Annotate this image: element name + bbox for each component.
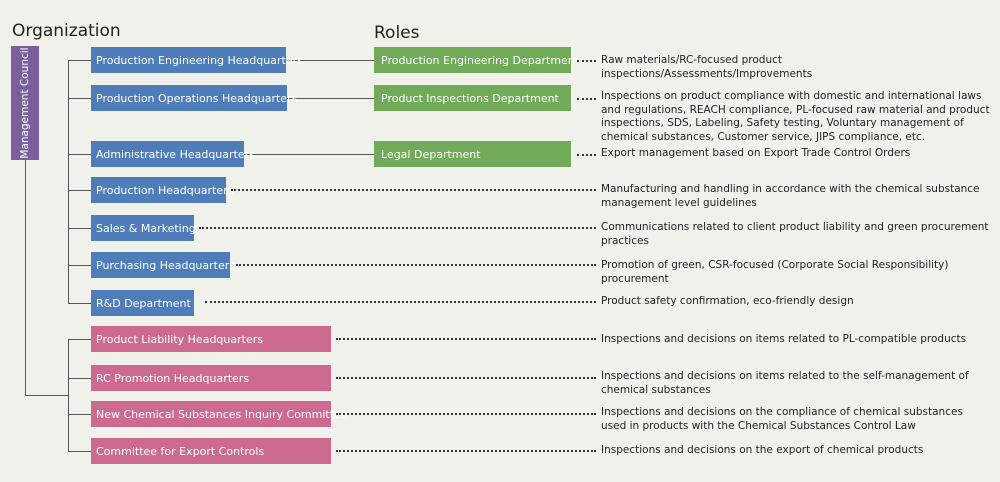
connector-line (68, 228, 91, 229)
role-text: Inspections and decisions on items relat… (601, 370, 969, 396)
connector-line (68, 98, 91, 99)
connector-line (68, 265, 91, 266)
role-text: Manufacturing and handling in accordance… (601, 183, 980, 209)
org-unit-box: Administrative Headquarters (91, 141, 255, 167)
connector-line (286, 60, 374, 61)
dotted-leader (336, 377, 596, 379)
roles-heading: Roles (374, 23, 420, 43)
dotted-leader (231, 189, 596, 191)
management-council-label: Management Council (19, 47, 31, 159)
org-unit-box: Purchasing Headquarters (91, 252, 235, 278)
role-text: Communications related to client product… (601, 221, 989, 247)
dotted-leader (205, 301, 596, 303)
role-text: Raw materials/RC-focused product inspect… (601, 54, 813, 80)
role-text: Export management based on Export Trade … (601, 147, 911, 159)
org-unit-box: Sales & Marketing (91, 215, 196, 241)
dotted-leader (577, 154, 596, 156)
connector-line (68, 451, 91, 452)
role-text: Promotion of green, CSR-focused (Corpora… (601, 259, 949, 285)
dotted-leader (577, 60, 596, 62)
dotted-leader (199, 227, 596, 229)
connector-line (68, 154, 91, 155)
council-branch-line (25, 395, 68, 396)
role-text: Product safety confirmation, eco-friendl… (601, 295, 854, 307)
org-unit-box: New Chemical Substances Inquiry Committe… (91, 401, 348, 427)
dotted-leader (336, 338, 596, 340)
pink-bracket-line (68, 339, 69, 451)
role-text: Inspections on product compliance with d… (601, 90, 990, 143)
connector-line (68, 303, 91, 304)
org-unit-box: Production Engineering Headquarters (91, 47, 303, 73)
council-trunk-line (25, 160, 26, 395)
role-text: Inspections and decisions on the complia… (601, 406, 963, 432)
dotted-leader (577, 98, 596, 100)
blue-bracket-line (68, 60, 69, 303)
org-unit-box: Product Liability Headquarters (91, 326, 331, 352)
organization-heading: Organization (12, 21, 121, 41)
org-unit-box: Committee for Export Controls (91, 438, 331, 464)
dotted-leader (336, 450, 596, 452)
dotted-leader (236, 264, 596, 266)
department-box: Product Inspections Department (374, 85, 571, 111)
role-text: Inspections and decisions on the export … (601, 444, 924, 456)
role-text: Inspections and decisions on items relat… (601, 333, 967, 345)
department-box: Legal Department (374, 141, 571, 167)
connector-line (68, 414, 91, 415)
org-unit-box: Production Headquarters (91, 177, 233, 203)
management-council-box: Management Council (11, 46, 39, 160)
org-unit-box: RC Promotion Headquarters (91, 365, 331, 391)
org-unit-box: Production Operations Headquarters (91, 85, 297, 111)
connector-line (68, 339, 91, 340)
org-unit-box: R&D Department (91, 290, 194, 316)
connector-line (68, 378, 91, 379)
connector-line (244, 154, 374, 155)
connector-line (287, 98, 374, 99)
connector-line (68, 60, 91, 61)
connector-line (68, 190, 91, 191)
dotted-leader (336, 413, 596, 415)
department-box: Production Engineering Department (374, 47, 579, 73)
